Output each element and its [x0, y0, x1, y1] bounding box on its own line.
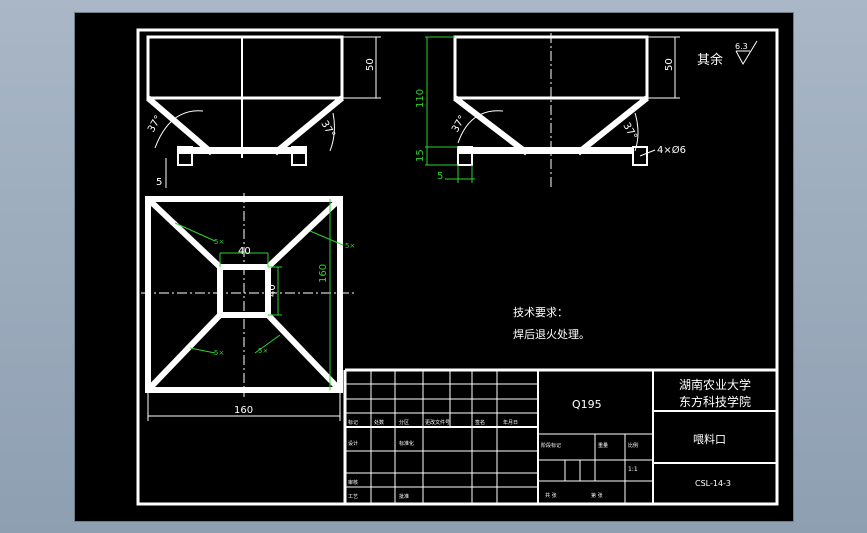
holes-callout: 4×Ø6: [657, 144, 686, 156]
weld-mark-3: 5×: [214, 349, 224, 357]
top-view-dimensions: [174, 199, 344, 390]
label-qianming: 签名: [475, 419, 485, 426]
top-outer-width-dim: 160: [234, 405, 253, 416]
top-width-dimension: [147, 390, 341, 421]
top-view: [141, 193, 355, 397]
label-genggai: 更改文件号: [425, 419, 450, 426]
drawing-sheet: 50 37° 37° 5 50 110 15 5 37° 37° 4×Ø6 其余: [136, 28, 779, 506]
sheet-border: [136, 28, 779, 506]
label-gongzhang: 共 张: [545, 492, 557, 499]
label-biaoji: 标记: [348, 419, 358, 426]
title-block-small-labels: 标记 处数 分区 更改文件号 签名 年月日 设计 标准化 阶段标记 重量 比例 …: [348, 419, 638, 500]
label-fenqu: 分区: [399, 419, 409, 426]
label-chushu: 处数: [374, 419, 384, 426]
label-pizhun: 批准: [399, 493, 409, 500]
weld-mark-4: 5×: [258, 347, 268, 355]
material-label: Q195: [572, 398, 602, 411]
top-outer-height-dim: 160: [318, 264, 329, 283]
side-angle-right: 37°: [620, 121, 638, 142]
school-name-line2: 东方科技学院: [679, 394, 751, 409]
side-15-dim: 15: [415, 149, 426, 162]
label-zhongliang: 重量: [598, 442, 608, 449]
front-small-dim: 5: [156, 177, 162, 188]
top-inner-height-dim: 40: [267, 284, 278, 297]
label-gongyi: 工艺: [348, 494, 358, 500]
school-name-line1: 湖南农业大学: [679, 377, 751, 392]
label-bili: 比例: [628, 442, 638, 449]
weld-mark-1: 5×: [214, 238, 224, 246]
side-total-height-dim: 110: [415, 89, 426, 108]
side-view: [453, 33, 649, 188]
label-sheji: 设计: [348, 440, 358, 447]
top-inner-width-dim: 40: [238, 246, 251, 257]
side-height-dim: 50: [664, 58, 675, 71]
cad-viewport[interactable]: 50 37° 37° 5 50 110 15 5 37° 37° 4×Ø6 其余: [74, 12, 794, 522]
front-view-dimensions: [154, 36, 381, 188]
tech-req-item: 焊后退火处理。: [513, 327, 590, 341]
label-nianyueri: 年月日: [503, 419, 518, 426]
tech-req-title: 技术要求：: [513, 306, 568, 319]
front-view: [146, 35, 344, 166]
roughness-value: 6.3: [735, 42, 748, 51]
scale-value: 1:1: [628, 466, 638, 473]
side-5-dim: 5: [437, 171, 443, 182]
front-height-dim: 50: [365, 58, 376, 71]
title-block-grid: [345, 370, 777, 504]
roughness-symbol-icon: [735, 40, 758, 66]
drawing-number: CSL-14-3: [695, 479, 731, 488]
side-view-dimensions: [425, 36, 680, 183]
part-name: 喂料口: [693, 432, 726, 446]
side-angle-left: 37°: [450, 114, 468, 135]
weld-mark-2: 5×: [345, 242, 355, 250]
label-dizhang: 第 张: [591, 492, 603, 499]
label-jieduan: 阶段标记: [541, 442, 561, 449]
label-shenhe: 审核: [348, 479, 358, 486]
front-angle-left: 37°: [146, 114, 164, 135]
label-biaozhunhua: 标准化: [399, 440, 414, 447]
remain-label: 其余: [697, 52, 723, 68]
